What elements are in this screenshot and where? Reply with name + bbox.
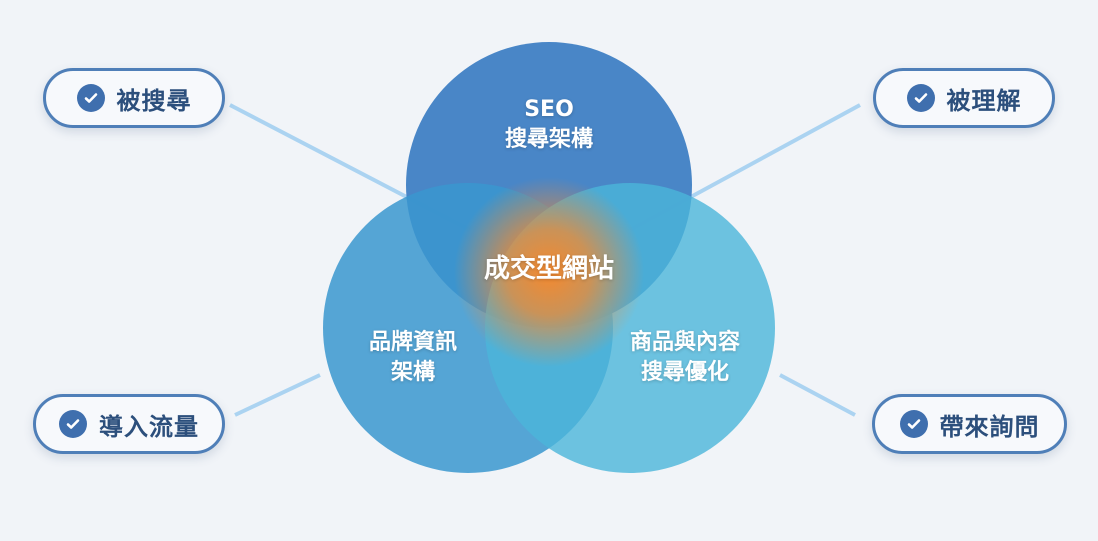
outcome-pill-inquiries: 帶來詢問 [872, 394, 1067, 454]
outcome-pill-traffic: 導入流量 [33, 394, 225, 454]
connector-line [779, 373, 856, 417]
check-circle-icon [76, 84, 105, 112]
circle-content-line2: 搜尋優化 [640, 359, 729, 385]
connector-line [234, 373, 321, 417]
circle-seo-line1: SEO [524, 97, 574, 122]
outcome-label: 帶來詢問 [939, 412, 1040, 441]
outcome-label: 導入流量 [99, 412, 199, 441]
center-label: 成交型網站 [483, 254, 614, 284]
check-circle-icon [899, 410, 928, 438]
circle-brand-label: 品牌資訊 架構 [333, 328, 493, 387]
outcome-label: 被理解 [946, 86, 1022, 115]
circle-content-line1: 商品與內容 [629, 330, 740, 355]
outcome-pill-searched: 被搜尋 [43, 68, 225, 128]
outcome-pill-understood: 被理解 [873, 68, 1055, 128]
check-circle-icon [906, 84, 935, 112]
circle-seo-label: SEO 搜尋架構 [449, 95, 649, 154]
outcome-label: 被搜尋 [116, 86, 192, 115]
circle-content-label: 商品與內容 搜尋優化 [605, 328, 765, 387]
center-glow [454, 177, 644, 367]
circle-brand-line1: 品牌資訊 [368, 330, 457, 355]
circle-seo-line2: 搜尋架構 [504, 126, 593, 152]
circle-brand-line2: 架構 [390, 359, 435, 385]
check-circle-icon [59, 410, 87, 438]
